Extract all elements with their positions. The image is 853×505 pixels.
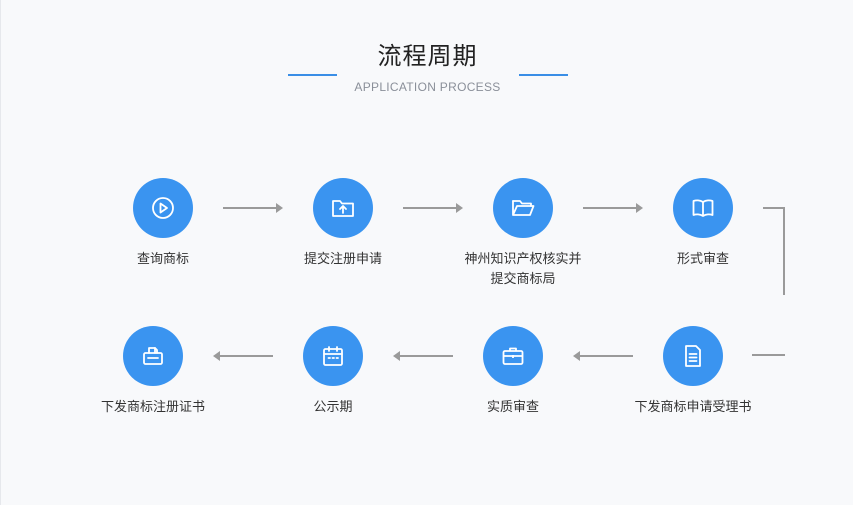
step-circle xyxy=(663,326,723,386)
step-circle xyxy=(493,178,553,238)
step-label: 实质审查 xyxy=(486,400,539,415)
step-query-trademark: 查询商标 xyxy=(98,178,228,270)
flow-connector-vertical xyxy=(783,207,785,295)
title-underline-right xyxy=(519,74,568,76)
step-registration-certificate: 下发商标注册证书 xyxy=(88,326,218,418)
step-substantive-review: 实质审查 xyxy=(448,326,578,418)
section-title: 流程周期 xyxy=(377,42,478,70)
step-circle xyxy=(133,178,193,238)
step-label: 提交注册申请 xyxy=(303,252,382,267)
play-icon xyxy=(152,197,174,219)
step-label: 形式审查 xyxy=(676,252,729,267)
briefcase-icon xyxy=(502,347,524,365)
flow-connector-top xyxy=(763,207,785,209)
section-subtitle: APPLICATION PROCESS xyxy=(354,80,501,94)
flow-arrow-right xyxy=(403,203,463,213)
step-acceptance-notice: 下发商标申请受理书 xyxy=(628,326,758,418)
step-circle xyxy=(123,326,183,386)
step-formal-review: 形式审查 xyxy=(638,178,768,270)
step-circle xyxy=(483,326,543,386)
step-label: 公示期 xyxy=(313,400,353,415)
folder-open-icon xyxy=(512,200,535,216)
step-label: 下发商标注册证书 xyxy=(100,400,205,415)
step-submit-application: 提交注册申请 xyxy=(278,178,408,270)
folder-upload-icon xyxy=(332,200,354,217)
step-verify-submit: 神州知识产权核实并提交商标局 xyxy=(458,178,588,290)
calendar-icon xyxy=(323,346,343,366)
flow-arrow-left xyxy=(573,351,633,361)
flow-arrow-left xyxy=(213,351,273,361)
flow-connector-bottom xyxy=(752,354,785,356)
title-underline-left xyxy=(288,74,337,76)
document-icon xyxy=(685,345,701,367)
step-circle xyxy=(673,178,733,238)
certificate-icon xyxy=(143,347,163,365)
flow-arrow-right xyxy=(223,203,283,213)
flow-arrow-left xyxy=(393,351,453,361)
step-circle xyxy=(313,178,373,238)
step-circle xyxy=(303,326,363,386)
step-label: 查询商标 xyxy=(136,252,189,267)
step-publication-period: 公示期 xyxy=(268,326,398,418)
step-label: 下发商标申请受理书 xyxy=(634,400,752,415)
book-icon xyxy=(692,199,714,217)
step-label: 神州知识产权核实并提交商标局 xyxy=(464,252,582,287)
flow-arrow-right xyxy=(583,203,643,213)
